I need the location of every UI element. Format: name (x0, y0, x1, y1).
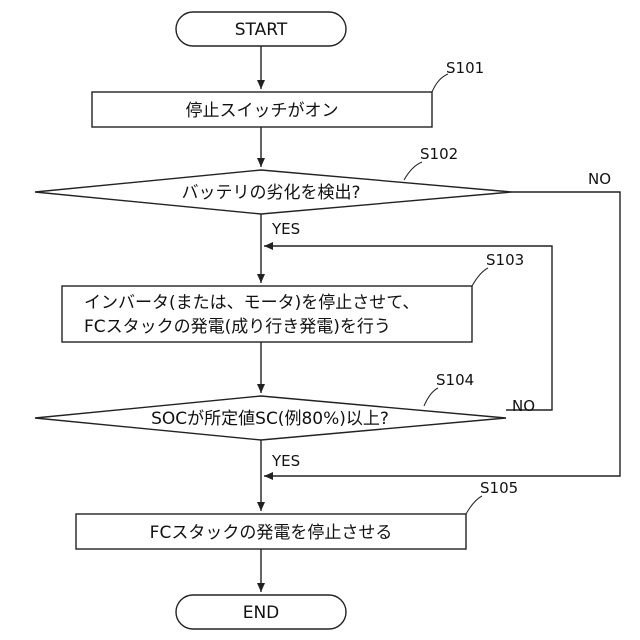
s104-leader (424, 388, 438, 406)
decision-s102: バッテリの劣化を検出? (35, 170, 512, 214)
decision-s104-id: S104 (436, 371, 474, 389)
s102-no-label: NO (588, 170, 611, 188)
s105-leader (466, 496, 482, 514)
s103-leader (472, 268, 488, 286)
step-s105-text: FCスタックの発電を停止させる (150, 523, 393, 543)
decision-s104: SOCが所定値SC(例80%)以上? (35, 396, 506, 440)
step-s103-line2: FCスタックの発電(成り行き発電)を行う (84, 317, 391, 337)
s104-no-label: NO (512, 397, 535, 415)
step-s101-id: S101 (446, 59, 484, 77)
step-s103: インバータ(または、モータ)を停止させて、 FCスタックの発電(成り行き発電)を… (62, 286, 472, 342)
step-s103-line1: インバータ(または、モータ)を停止させて、 (84, 293, 419, 313)
end-terminal: END (176, 595, 346, 629)
step-s101: 停止スイッチがオン (92, 92, 432, 127)
s102-yes-label: YES (271, 220, 300, 238)
decision-s102-text: バッテリの劣化を検出? (181, 183, 360, 203)
step-s103-id: S103 (486, 251, 524, 269)
step-s105: FCスタックの発電を停止させる (76, 514, 466, 549)
step-s105-id: S105 (480, 479, 518, 497)
end-label: END (243, 603, 280, 623)
decision-s104-text: SOCが所定値SC(例80%)以上? (151, 409, 389, 429)
s104-yes-label: YES (271, 452, 300, 470)
decision-s102-id: S102 (420, 145, 458, 163)
start-terminal: START (176, 12, 346, 46)
step-s101-text: 停止スイッチがオン (186, 101, 339, 121)
s102-leader (404, 162, 422, 180)
start-label: START (235, 20, 288, 40)
